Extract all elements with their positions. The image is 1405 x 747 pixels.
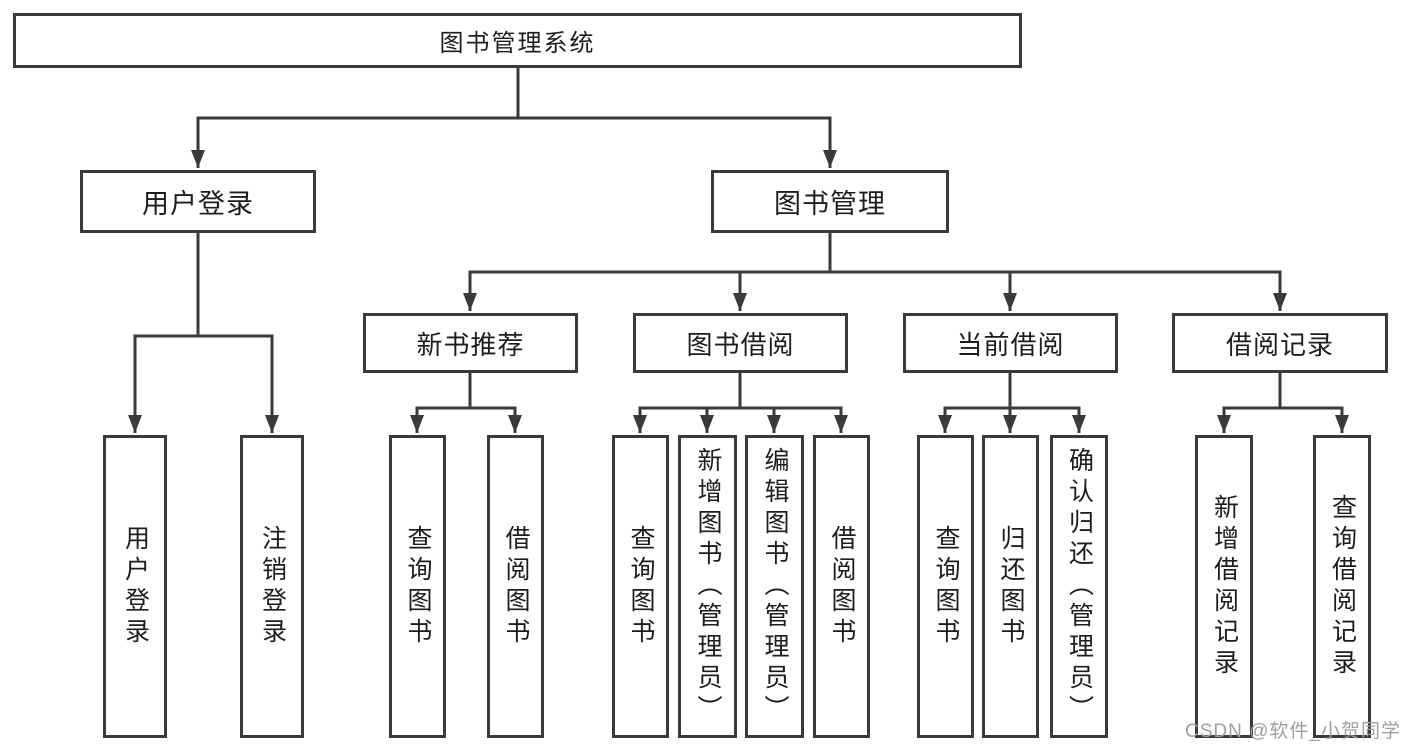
node-book-borrow: 图书借阅 [633, 313, 848, 373]
leaf-user-login-label: 用户登录 [121, 524, 150, 649]
leaf-query-book-2: 查询图书 [612, 435, 669, 738]
leaf-borrow-book-1: 借阅图书 [487, 435, 544, 738]
leaf-query-borrow-record: 查询借阅记录 [1313, 435, 1371, 738]
csdn-watermark: CSDN @软件_小贺同学 [1185, 721, 1401, 742]
leaf-query-book-3-label: 查询图书 [932, 524, 960, 649]
node-current-borrow: 当前借阅 [903, 313, 1118, 373]
leaf-query-borrow-record-label: 查询借阅记录 [1328, 493, 1357, 680]
leaf-query-book-3: 查询图书 [917, 435, 974, 738]
node-user-login: 用户登录 [80, 170, 316, 233]
node-book-management: 图书管理 [711, 170, 949, 233]
leaf-user-login: 用户登录 [103, 435, 167, 738]
leaf-confirm-return-admin: 确认归还（管理员） [1050, 435, 1108, 738]
node-borrow-record: 借阅记录 [1172, 313, 1388, 373]
node-new-book-recommend: 新书推荐 [363, 313, 578, 373]
leaf-return-book-label: 归还图书 [997, 524, 1025, 649]
leaf-borrow-book-2: 借阅图书 [813, 435, 870, 738]
leaf-query-book-2-label: 查询图书 [627, 524, 655, 649]
node-root: 图书管理系统 [13, 13, 1022, 68]
leaf-query-book-1: 查询图书 [389, 435, 446, 738]
leaf-edit-book-admin-label: 编辑图书（管理员） [761, 447, 789, 726]
leaf-borrow-book-1-label: 借阅图书 [502, 524, 530, 649]
leaf-logout: 注销登录 [240, 435, 304, 738]
leaf-return-book: 归还图书 [982, 435, 1039, 738]
leaf-logout-label: 注销登录 [258, 524, 287, 649]
leaf-query-book-1-label: 查询图书 [404, 524, 432, 649]
leaf-add-book-admin: 新增图书（管理员） [678, 435, 737, 738]
leaf-borrow-book-2-label: 借阅图书 [828, 524, 856, 649]
leaf-add-borrow-record-label: 新增借阅记录 [1210, 493, 1239, 680]
leaf-add-book-admin-label: 新增图书（管理员） [694, 447, 722, 726]
leaf-confirm-return-admin-label: 确认归还（管理员） [1065, 447, 1094, 726]
leaf-edit-book-admin: 编辑图书（管理员） [745, 435, 804, 738]
leaf-add-borrow-record: 新增借阅记录 [1195, 435, 1253, 738]
